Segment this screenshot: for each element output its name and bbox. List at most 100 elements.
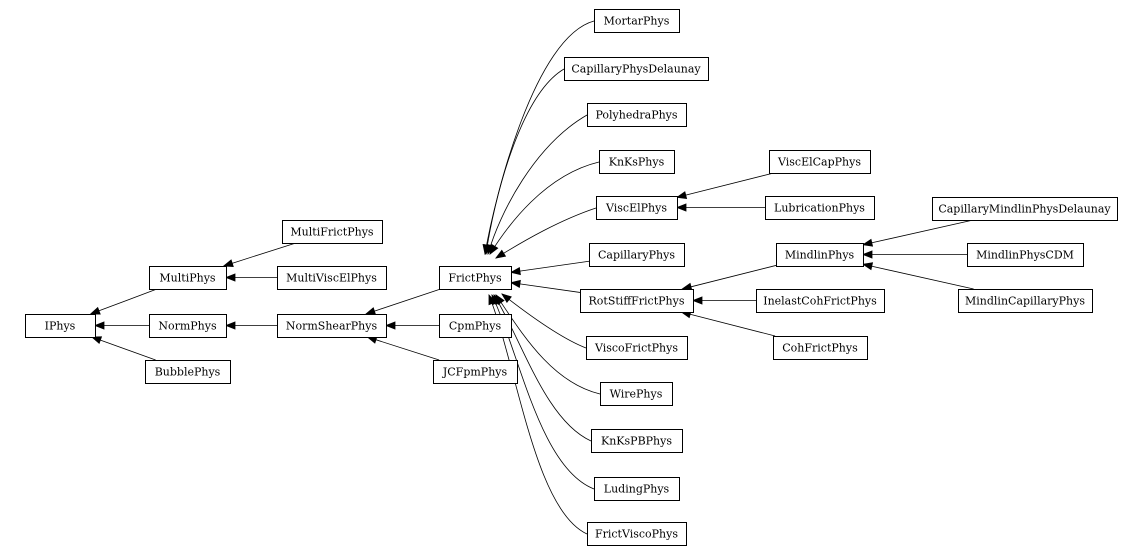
edge-MindlinPhysCDM-to-MindlinPhys [861, 250, 967, 259]
class-label: KnKsPBPhys [601, 435, 672, 448]
class-box [769, 150, 871, 174]
class-node-ViscoFrictPhys[interactable]: ViscoFrictPhys [586, 336, 688, 360]
class-box [282, 220, 383, 244]
edge-BubblePhys-to-IPhys [90, 336, 156, 361]
arrowhead-icon [861, 238, 874, 247]
class-box [591, 429, 683, 453]
class-node-NormPhys[interactable]: NormPhys [149, 314, 227, 338]
class-node-KnKsPhys[interactable]: KnKsPhys [599, 150, 675, 174]
edge-LubricationPhys-to-ViscElPhys [675, 203, 765, 212]
class-node-CohFrictPhys[interactable]: CohFrictPhys [773, 336, 868, 360]
class-box [439, 314, 512, 338]
class-label: FrictPhys [448, 272, 502, 285]
class-node-MortarPhys[interactable]: MortarPhys [594, 9, 680, 33]
class-node-CpmPhys[interactable]: CpmPhys [439, 314, 512, 338]
class-label: JCFpmPhys [442, 366, 508, 379]
class-label: InelastCohFrictPhys [763, 295, 877, 308]
arrowhead-icon [675, 191, 688, 199]
class-node-BubblePhys[interactable]: BubblePhys [145, 360, 231, 384]
class-box [958, 289, 1093, 313]
class-node-CapillaryMindlinPhysDelaunay[interactable]: CapillaryMindlinPhysDelaunay [932, 197, 1118, 221]
class-box [564, 57, 709, 81]
class-box [25, 314, 96, 338]
edge-KnKsPhys-to-FrictPhys [489, 161, 600, 255]
arrowhead-icon [489, 243, 499, 255]
class-label: IPhys [45, 320, 76, 333]
class-node-ViscElPhys[interactable]: ViscElPhys [596, 196, 678, 220]
edge-line [684, 172, 774, 196]
class-node-CapillaryPhys[interactable]: CapillaryPhys [589, 243, 685, 267]
class-box [594, 9, 680, 33]
arrowhead-icon [488, 293, 497, 306]
arrowhead-icon [364, 307, 377, 315]
arrowhead-icon [224, 321, 236, 330]
class-node-WirePhys[interactable]: WirePhys [600, 382, 673, 406]
arrowhead-icon [861, 262, 874, 271]
class-box [149, 314, 227, 338]
class-label: MindlinCapillaryPhys [965, 295, 1085, 308]
class-label: CapillaryPhysDelaunay [571, 63, 701, 76]
arrowhead-icon [384, 321, 396, 330]
edge-line [518, 283, 581, 293]
edge-MultiViscElPhys-to-MultiPhys [224, 273, 277, 282]
class-label: CohFrictPhys [782, 342, 858, 355]
arrowhead-icon [509, 267, 521, 276]
class-node-LudingPhys[interactable]: LudingPhys [594, 477, 680, 501]
class-node-MindlinPhysCDM[interactable]: MindlinPhysCDM [967, 243, 1084, 267]
class-node-PolyhedraPhys[interactable]: PolyhedraPhys [587, 103, 687, 127]
class-box [145, 360, 231, 384]
edge-line [373, 288, 441, 312]
class-node-MultiPhys[interactable]: MultiPhys [149, 266, 227, 290]
class-node-ViscElCapPhys[interactable]: ViscElCapPhys [769, 150, 871, 174]
class-box [599, 150, 675, 174]
edge-line [489, 161, 600, 255]
class-node-CapillaryPhysDelaunay[interactable]: CapillaryPhysDelaunay [564, 57, 709, 81]
edge-line [231, 242, 296, 264]
class-label: LudingPhys [604, 483, 670, 496]
edge-line [487, 114, 588, 255]
class-node-RotStiffFrictPhys[interactable]: RotStiffFrictPhys [580, 289, 694, 313]
edge-line [870, 219, 974, 244]
edge-line [495, 294, 601, 395]
class-node-MindlinCapillaryPhys[interactable]: MindlinCapillaryPhys [958, 289, 1093, 313]
class-label: NormShearPhys [286, 320, 378, 333]
edge-ViscoFrictPhys-to-FrictPhys [501, 293, 587, 349]
class-label: MultiViscElPhys [286, 272, 377, 285]
edge-CohFrictPhys-to-RotStiffFrictPhys [680, 310, 776, 337]
class-node-NormShearPhys[interactable]: NormShearPhys [277, 314, 387, 338]
arrowhead-icon [89, 306, 101, 315]
arrowhead-icon [691, 296, 703, 305]
class-node-MultiViscElPhys[interactable]: MultiViscElPhys [277, 266, 387, 290]
class-node-LubricationPhys[interactable]: LubricationPhys [765, 196, 875, 220]
class-node-FrictViscoPhys[interactable]: FrictViscoPhys [587, 522, 687, 546]
edge-MindlinCapillaryPhys-to-MindlinPhys [861, 262, 974, 290]
class-node-FrictPhys[interactable]: FrictPhys [439, 266, 512, 290]
edge-RotStiffFrictPhys-to-FrictPhys [509, 279, 581, 293]
class-box [765, 196, 875, 220]
class-node-MindlinPhys[interactable]: MindlinPhys [776, 243, 864, 267]
edge-line [374, 339, 440, 361]
arrowhead-icon [224, 273, 236, 282]
class-label: NormPhys [158, 320, 217, 333]
class-node-MultiFrictPhys[interactable]: MultiFrictPhys [282, 220, 383, 244]
inheritance-edges [89, 20, 974, 535]
class-box [580, 289, 694, 313]
class-label: ViscElCapPhys [777, 156, 861, 169]
edge-line [501, 293, 587, 349]
class-box [586, 336, 688, 360]
class-node-JCFpmPhys[interactable]: JCFpmPhys [433, 360, 518, 384]
edge-NormShearPhys-to-NormPhys [224, 321, 277, 330]
class-node-InelastCohFrictPhys[interactable]: InelastCohFrictPhys [756, 289, 885, 313]
class-label: BubblePhys [155, 366, 221, 379]
edge-PolyhedraPhys-to-FrictPhys [486, 114, 588, 256]
edge-line [485, 68, 565, 255]
class-label: MortarPhys [604, 15, 670, 28]
class-box [773, 336, 868, 360]
class-box [967, 243, 1084, 267]
edge-MultiFrictPhys-to-MultiPhys [222, 242, 296, 268]
class-box [587, 103, 687, 127]
class-node-KnKsPBPhys[interactable]: KnKsPBPhys [591, 429, 683, 453]
class-node-IPhys[interactable]: IPhys [25, 314, 96, 338]
edge-MindlinPhys-to-RotStiffFrictPhys [681, 265, 777, 291]
